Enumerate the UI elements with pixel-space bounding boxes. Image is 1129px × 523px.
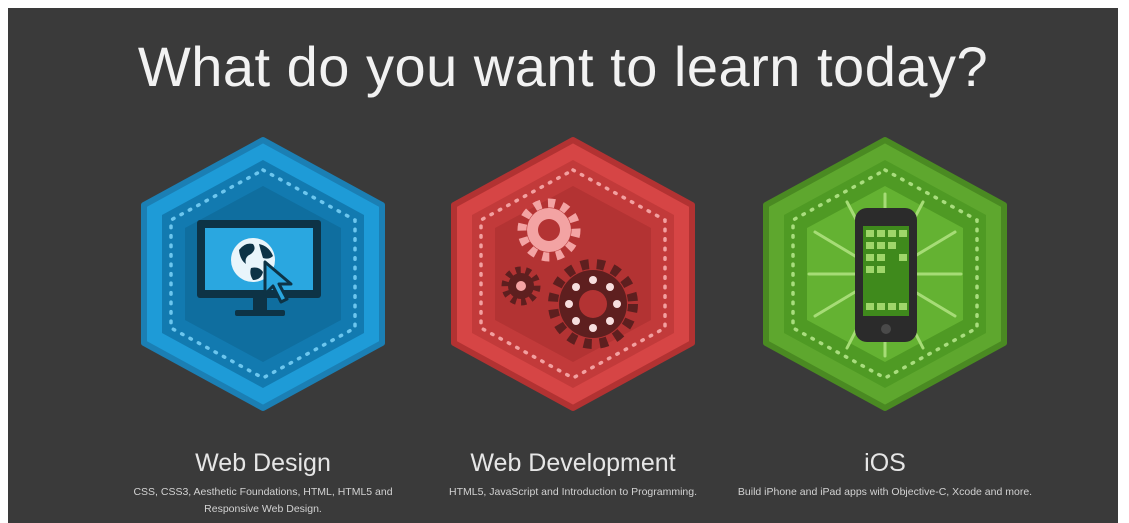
- track-description-ios: Build iPhone and iPad apps with Objectiv…: [737, 486, 1033, 498]
- web-design-badge-icon[interactable]: [135, 136, 391, 412]
- track-card-ios[interactable]: iOS Build iPhone and iPad apps with Obje…: [735, 136, 1035, 523]
- track-description-web-development: HTML5, JavaScript and Introduction to Pr…: [448, 486, 698, 498]
- track-card-web-development[interactable]: Web Development HTML5, JavaScript and In…: [423, 136, 723, 523]
- track-title-web-design[interactable]: Web Design: [195, 449, 331, 477]
- track-title-ios[interactable]: iOS: [864, 449, 906, 477]
- track-description-web-design: CSS, CSS3, Aesthetic Foundations, HTML, …: [133, 486, 393, 515]
- track-card-web-design[interactable]: Web Design CSS, CSS3, Aesthetic Foundati…: [113, 136, 413, 523]
- page-headline: What do you want to learn today?: [137, 35, 989, 98]
- web-development-badge-icon[interactable]: [445, 136, 701, 412]
- learn-today-panel: What do you want to learn today? Web Des…: [8, 8, 1118, 523]
- ios-badge-icon[interactable]: [757, 136, 1013, 412]
- track-title-web-development[interactable]: Web Development: [470, 449, 676, 477]
